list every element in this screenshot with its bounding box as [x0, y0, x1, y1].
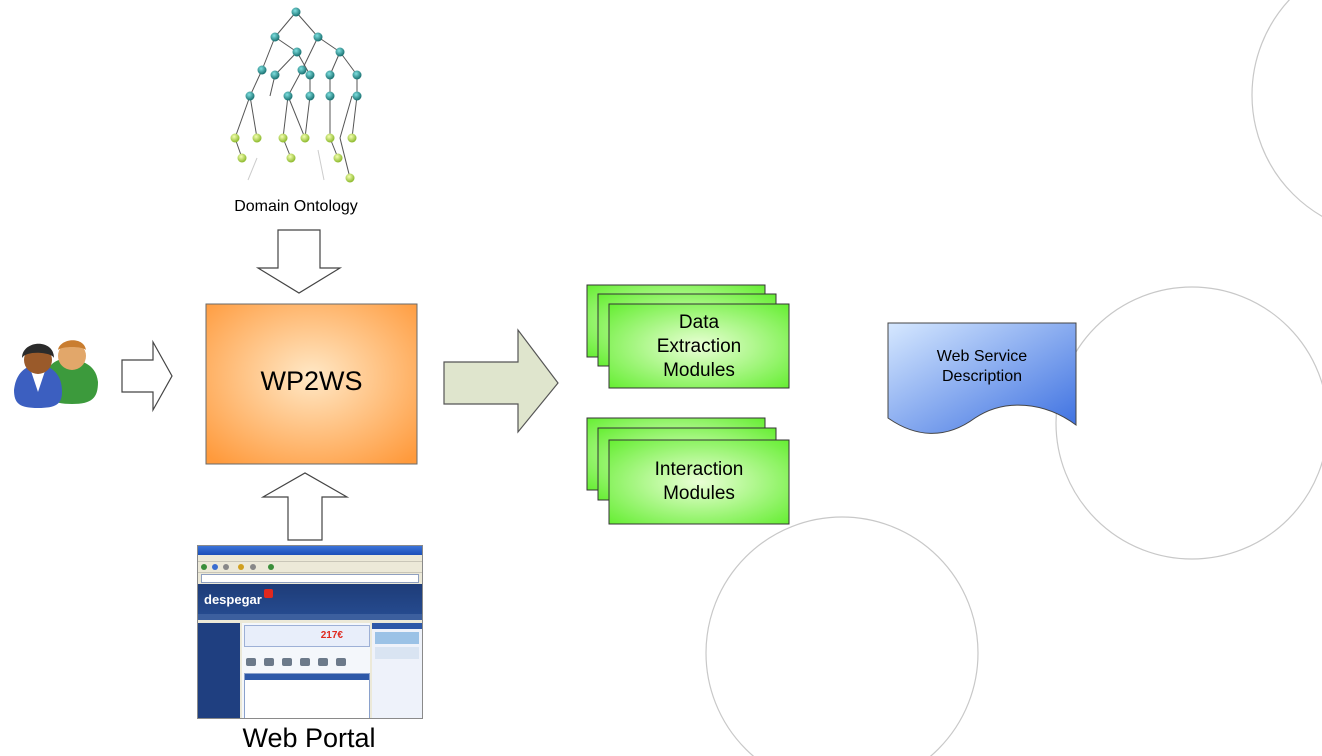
- ontology-tree-icon: [230, 7, 362, 183]
- deco-circle-top-right: [1251, 0, 1322, 217]
- portal-main: 217€: [242, 623, 370, 718]
- arrow-users-to-wp2ws: [121, 339, 173, 413]
- portal-promo: 217€: [244, 625, 370, 647]
- portal-brand: despegar: [204, 592, 262, 607]
- portal-price: 217€: [320, 630, 343, 641]
- browser-menubar: [198, 555, 422, 562]
- browser-titlebar: [198, 546, 422, 555]
- arrow-wp2ws-to-modules: [443, 328, 559, 434]
- web-service-description-doc: [887, 322, 1077, 434]
- arrow-portal-to-wp2ws: [260, 472, 350, 541]
- deco-circle-bottom: [705, 516, 979, 756]
- domain-ontology-label: Domain Ontology: [234, 198, 358, 215]
- wp2ws-box: [205, 303, 418, 465]
- portal-banner: despegar: [198, 584, 422, 614]
- web-portal-screenshot: despegar 217€: [197, 545, 423, 719]
- data-extraction-stack: [586, 284, 790, 389]
- portal-right-column: [372, 623, 422, 718]
- interaction-stack: [586, 417, 790, 525]
- web-portal-label: Web Portal: [242, 723, 376, 753]
- deco-circle-mid-right: [1055, 286, 1322, 560]
- decorative-circles: [705, 0, 1322, 756]
- portal-nav: [198, 614, 422, 620]
- web-service-description-label: Web Service Description: [936, 348, 1028, 385]
- users-icon: [14, 340, 98, 408]
- browser-address-bar: [201, 574, 419, 583]
- portal-sidebar: [198, 623, 240, 718]
- portal-search-form: [244, 673, 370, 718]
- wp2ws-label: WP2WS: [260, 366, 363, 396]
- portal-brand-mark: [264, 589, 273, 598]
- data-extraction-label: Data Extraction Modules: [656, 312, 742, 381]
- interaction-label: Interaction Modules: [654, 459, 744, 504]
- browser-toolbar: [198, 562, 422, 573]
- arrow-ontology-to-wp2ws: [255, 229, 343, 294]
- portal-icon-row: [246, 653, 366, 666]
